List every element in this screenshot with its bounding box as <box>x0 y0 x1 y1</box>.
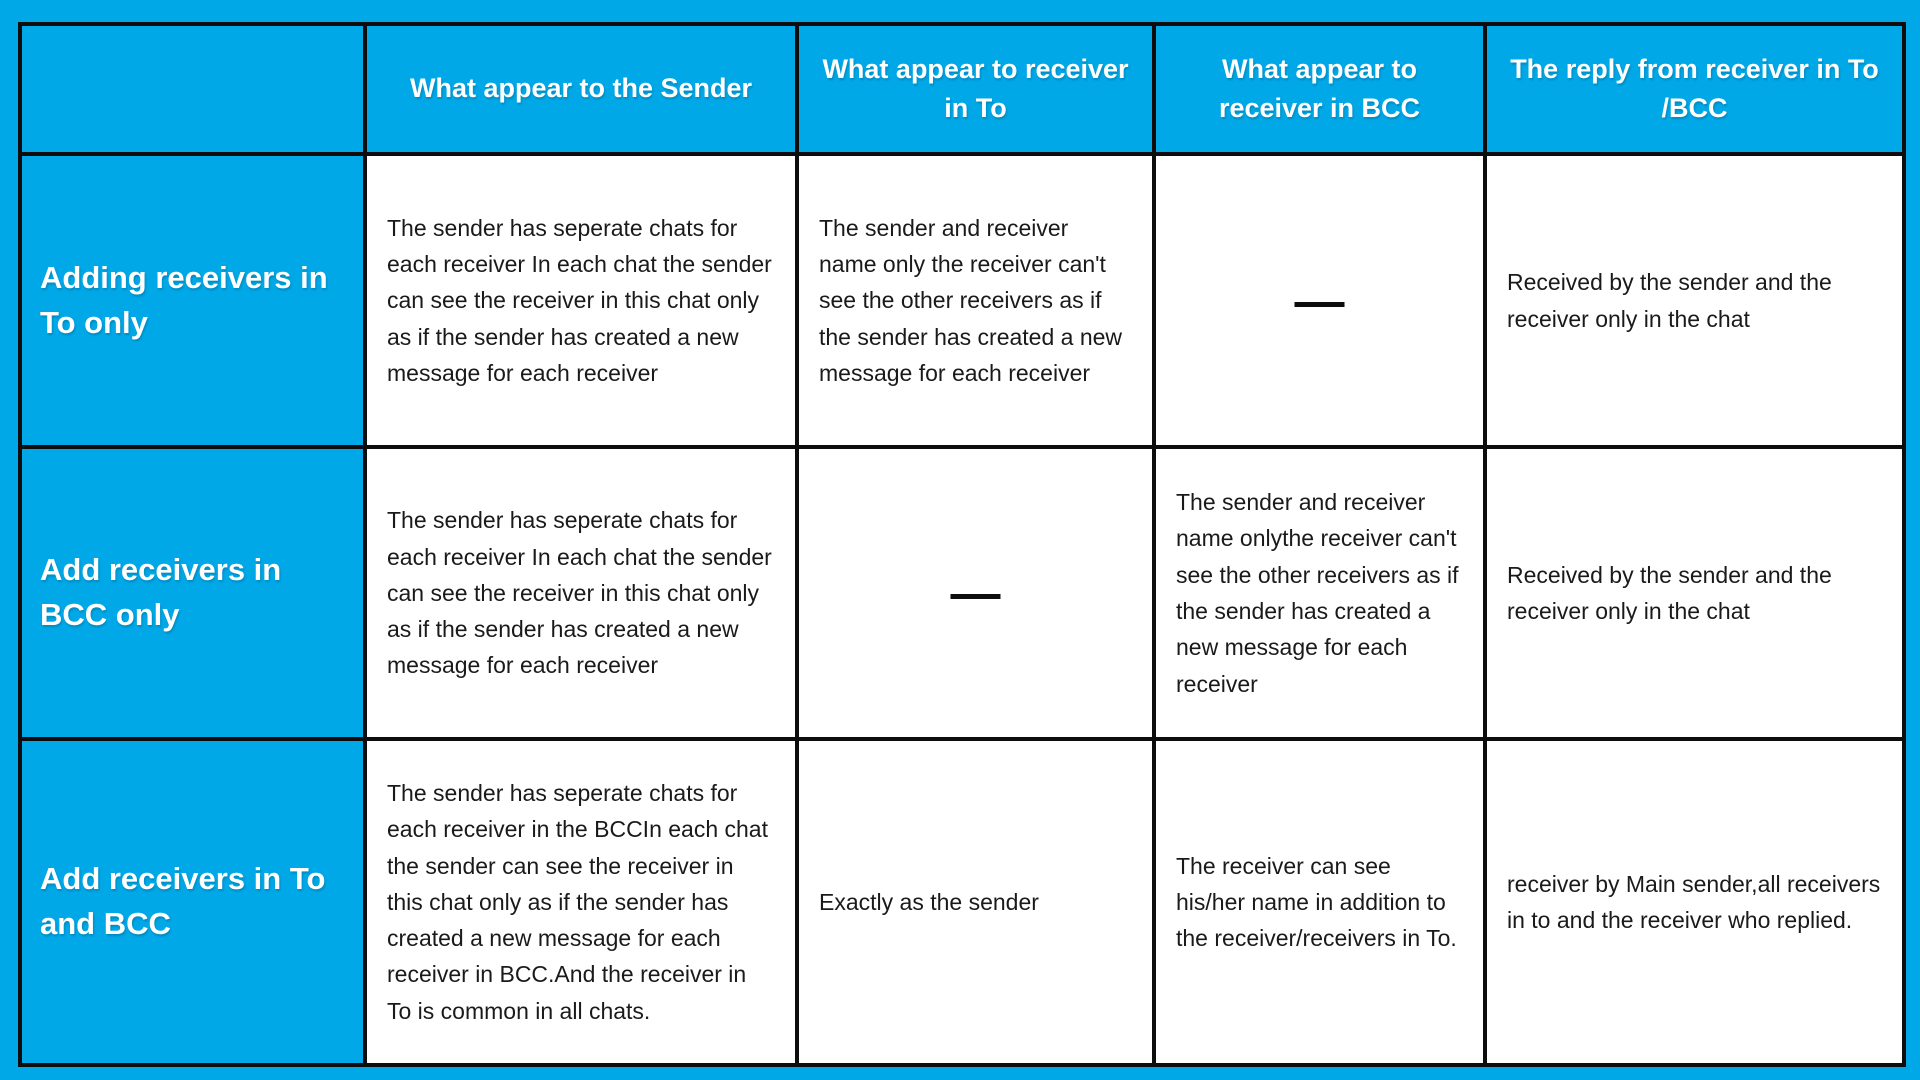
bcc-comparison-table: What appear to the Sender What appear to… <box>18 22 1906 1067</box>
header-row: What appear to the Sender What appear to… <box>18 22 1906 156</box>
cell-bcc-only-receiver-bcc: The sender and receiver name onlythe rec… <box>1152 445 1487 741</box>
row-label-bcc-only: Add receivers in BCC only <box>18 445 367 741</box>
cell-to-and-bcc-receiver-bcc: The receiver can see his/her name in add… <box>1152 737 1487 1067</box>
table-row-to-and-bcc: Add receivers in To and BCC The sender h… <box>18 737 1906 1067</box>
cell-bcc-only-sender: The sender has seperate chats for each r… <box>363 445 799 741</box>
cell-to-and-bcc-reply: receiver by Main sender,all receivers in… <box>1483 737 1906 1067</box>
col-header-receiver-to: What appear to receiver in To <box>795 22 1156 156</box>
cell-to-only-receiver-to: The sender and receiver name only the re… <box>795 152 1156 449</box>
cell-bcc-only-receiver-to-dash: — <box>795 445 1156 741</box>
cell-to-only-receiver-bcc-dash: — <box>1152 152 1487 449</box>
col-header-sender: What appear to the Sender <box>363 22 799 156</box>
corner-cell <box>18 22 367 156</box>
cell-to-only-sender: The sender has seperate chats for each r… <box>363 152 799 449</box>
cell-to-and-bcc-receiver-to: Exactly as the sender <box>795 737 1156 1067</box>
table-row-to-only: Adding receivers in To only The sender h… <box>18 152 1906 449</box>
row-label-to-and-bcc: Add receivers in To and BCC <box>18 737 367 1067</box>
cell-to-and-bcc-sender: The sender has seperate chats for each r… <box>363 737 799 1067</box>
cell-to-only-reply: Received by the sender and the receiver … <box>1483 152 1906 449</box>
row-label-to-only: Adding receivers in To only <box>18 152 367 449</box>
cell-bcc-only-reply: Received by the sender and the receiver … <box>1483 445 1906 741</box>
col-header-reply: The reply from receiver in To /BCC <box>1483 22 1906 156</box>
col-header-receiver-bcc: What appear to receiver in BCC <box>1152 22 1487 156</box>
table-row-bcc-only: Add receivers in BCC only The sender has… <box>18 445 1906 741</box>
